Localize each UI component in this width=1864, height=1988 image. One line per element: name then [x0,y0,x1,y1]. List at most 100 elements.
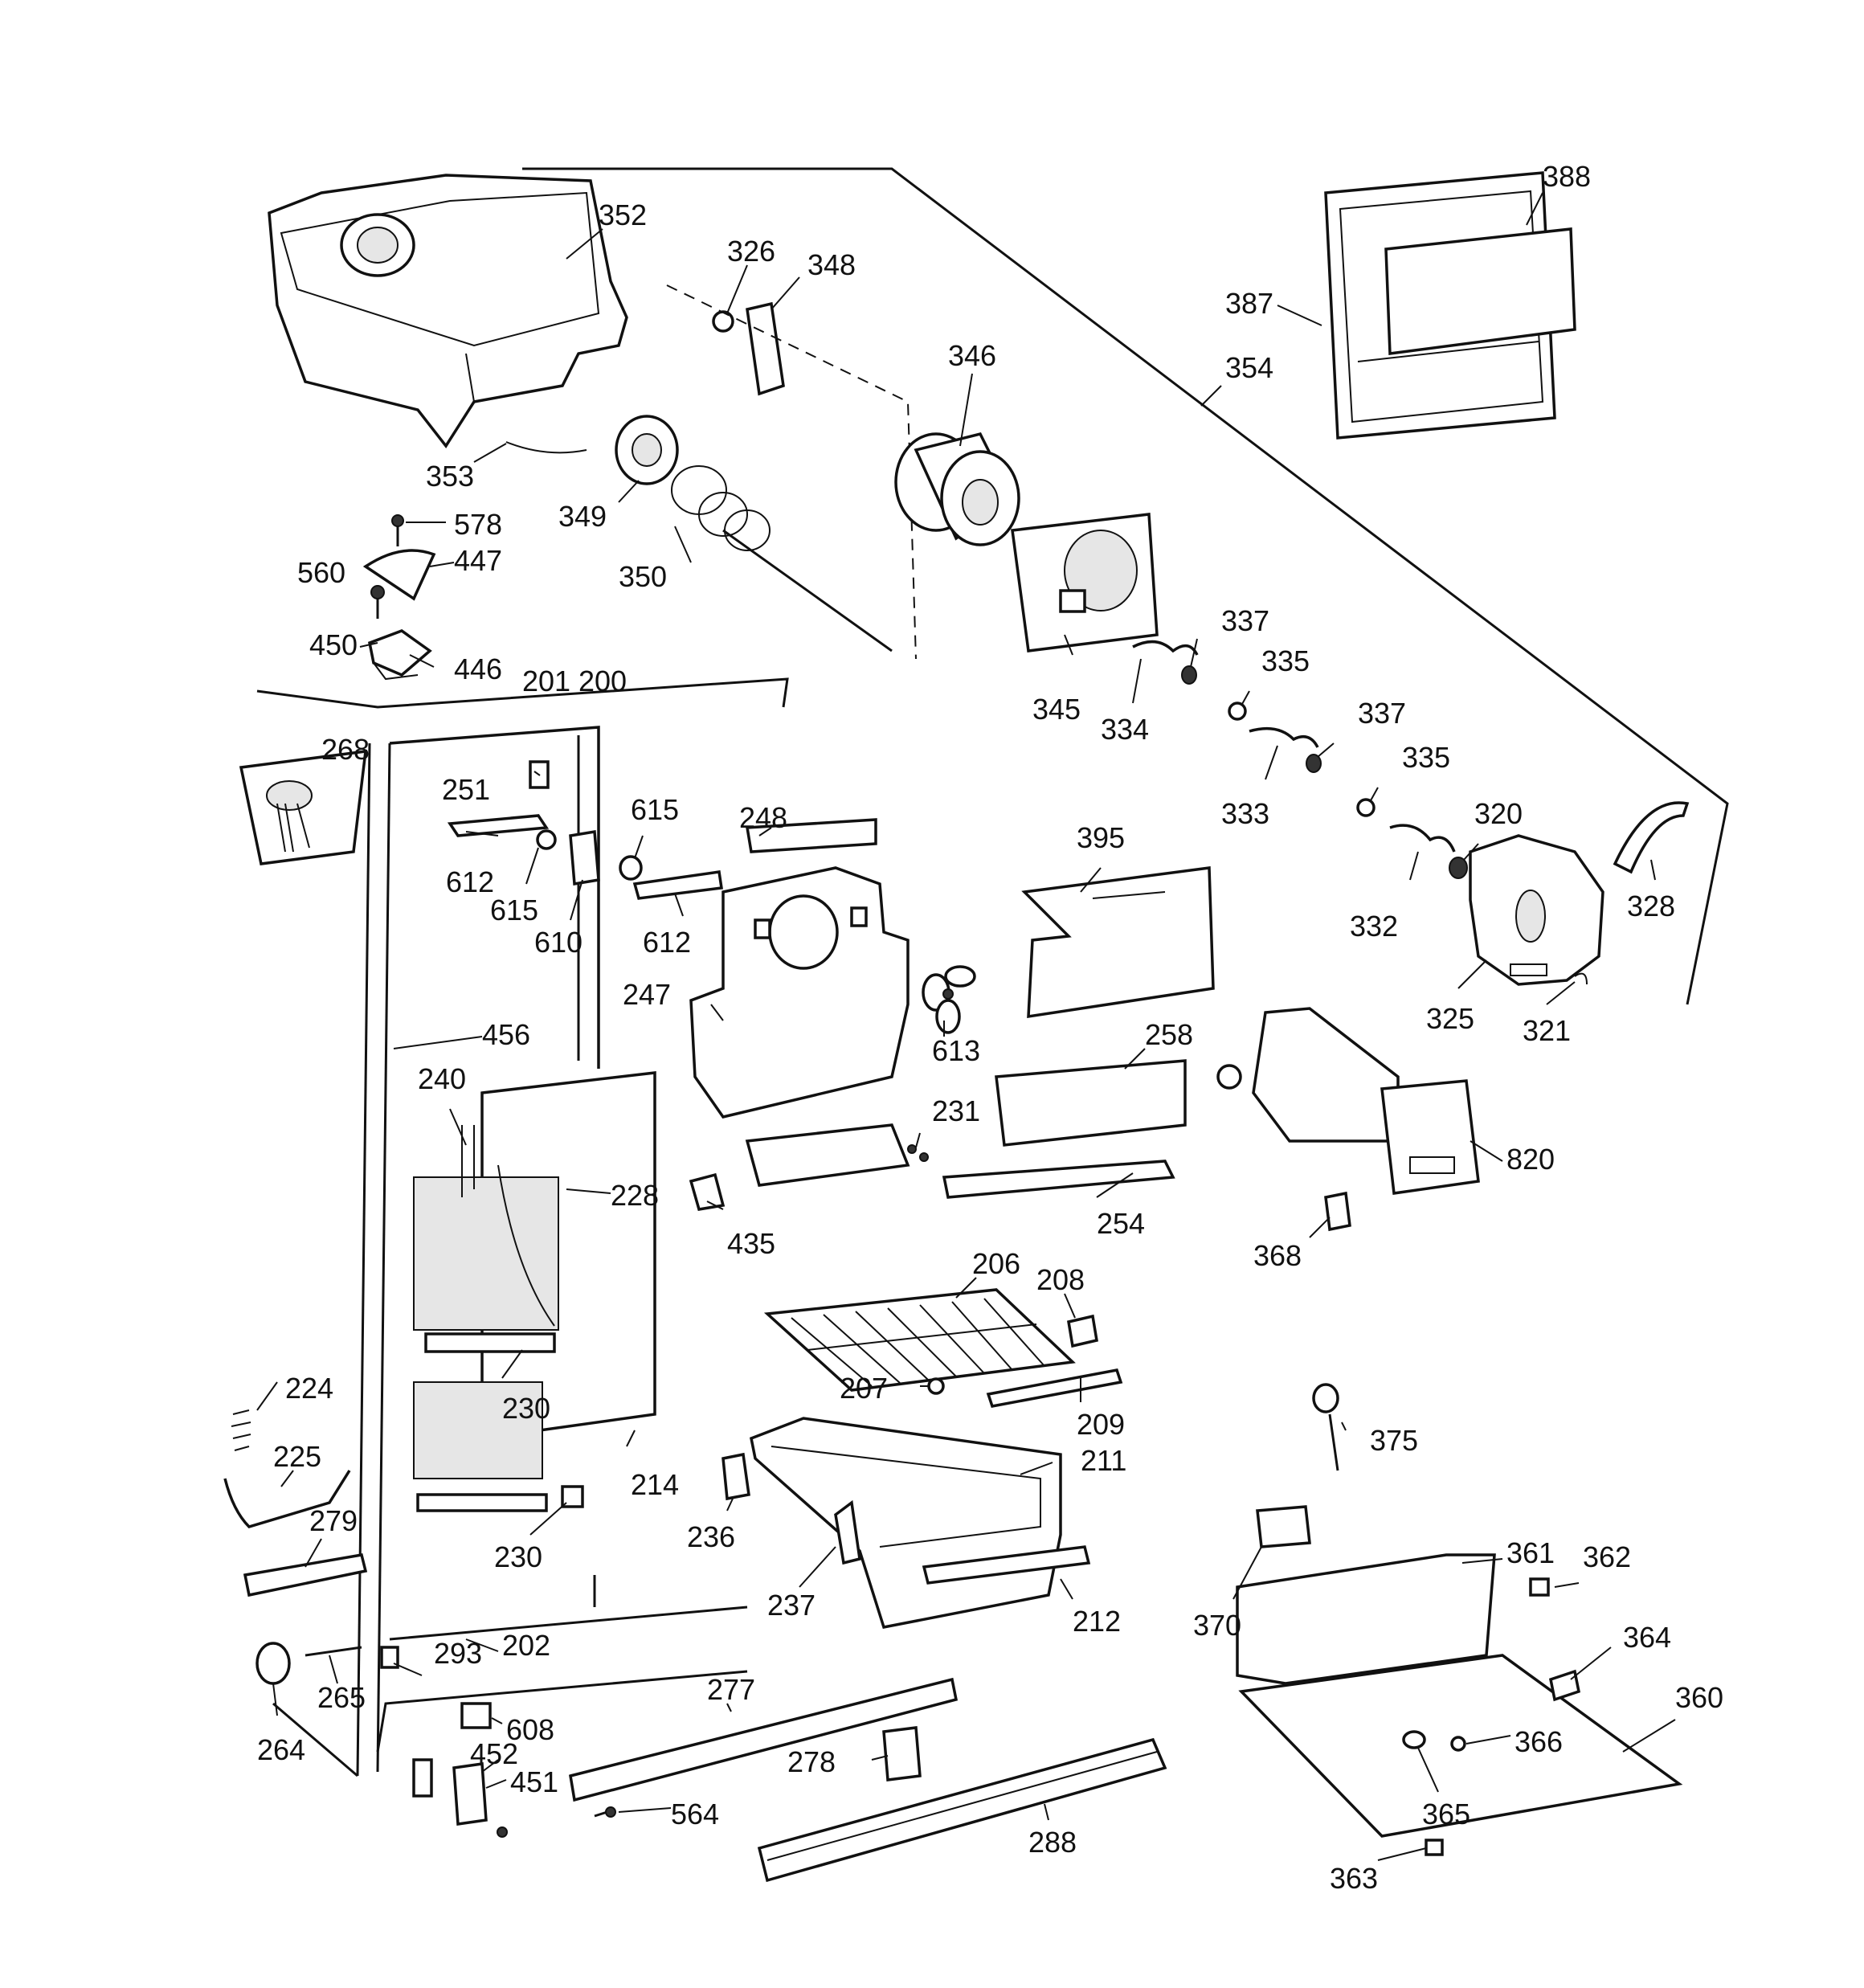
label-328: 328 [1627,890,1675,922]
label-362: 362 [1583,1540,1631,1573]
ice-bucket [268,174,628,454]
ice-maker [1216,1007,1480,1232]
label-345: 345 [1032,693,1081,726]
label-211: 211 [1081,1444,1126,1477]
label-613: 613 [932,1034,980,1067]
label-360: 360 [1675,1681,1723,1714]
label-370: 370 [1193,1609,1241,1642]
label-612-left: 612 [446,865,494,898]
cabinet-liner [272,726,748,1777]
label-237: 237 [767,1589,816,1622]
label-332: 332 [1350,910,1398,943]
label-612-right: 612 [643,926,691,959]
label-247: 247 [623,978,671,1011]
label-254: 254 [1097,1207,1145,1240]
label-820: 820 [1506,1143,1555,1176]
upper-liner-parts [447,760,723,900]
label-335-upper: 335 [1261,644,1310,677]
label-608: 608 [506,1713,554,1746]
auger-drum [894,432,1020,546]
auger-motor [1469,834,1604,986]
machine-compartment [1236,1383,1683,1856]
label-451: 451 [510,1765,558,1798]
label-268: 268 [321,733,370,766]
label-208: 208 [1036,1263,1085,1296]
label-375: 375 [1370,1424,1418,1457]
label-365: 365 [1422,1798,1470,1831]
light-socket [239,749,368,865]
label-335-lower: 335 [1402,741,1450,774]
label-206: 206 [972,1247,1020,1280]
label-578: 578 [454,508,502,541]
label-209: 209 [1077,1408,1125,1441]
label-348: 348 [807,248,856,281]
label-325: 325 [1426,1002,1474,1035]
label-278: 278 [787,1745,836,1778]
label-350: 350 [619,560,667,593]
label-321: 321 [1523,1014,1571,1047]
label-333: 333 [1221,797,1269,830]
label-200: 200 [578,665,627,697]
label-456: 456 [482,1018,530,1051]
label-277: 277 [707,1673,755,1706]
label-214: 214 [631,1468,679,1501]
wire-shelf [763,1288,1123,1409]
toe-grille-assembly [569,1677,1167,1883]
label-293: 293 [434,1637,482,1670]
label-610: 610 [534,926,582,959]
evaporator-cover [942,866,1215,1199]
auger-assembly [615,284,917,660]
label-334: 334 [1101,713,1149,746]
label-615-upper: 615 [631,793,679,826]
label-225: 225 [273,1440,321,1473]
label-435: 435 [727,1227,775,1260]
evaporator-fan-blade [922,965,976,1034]
label-236: 236 [687,1520,735,1553]
label-264: 264 [257,1733,305,1766]
label-395: 395 [1077,821,1125,854]
label-224: 224 [285,1372,333,1405]
label-202: 202 [502,1629,550,1662]
label-354: 354 [1225,351,1273,384]
motor-mount-plate [1011,513,1159,652]
label-368: 368 [1253,1239,1302,1272]
label-387: 387 [1225,287,1273,320]
label-564: 564 [671,1798,719,1831]
drain-parts [223,1409,368,1597]
label-228: 228 [611,1179,659,1212]
label-265: 265 [317,1681,366,1714]
label-279: 279 [309,1504,358,1537]
label-363: 363 [1330,1862,1378,1895]
lower-hardware [255,1642,508,1838]
motor-bracket [1613,801,1690,874]
label-352: 352 [599,198,647,231]
label-258: 258 [1145,1018,1193,1051]
label-251: 251 [442,773,490,806]
label-326: 326 [727,235,775,268]
label-560: 560 [297,556,345,589]
damper-clip [689,1144,929,1211]
label-388: 388 [1543,160,1591,193]
label-446: 446 [454,652,502,685]
label-452: 452 [470,1737,518,1770]
label-231: 231 [932,1094,980,1127]
fan-housing [689,818,910,1187]
label-346: 346 [948,339,996,372]
label-615-lower: 615 [490,894,538,927]
label-288: 288 [1028,1826,1077,1859]
label-230-lower: 230 [494,1540,542,1573]
label-212: 212 [1073,1605,1121,1638]
shelf-support [721,1452,750,1501]
cam-and-spring-stack [1132,640,1468,879]
section-boundary [256,167,1729,1005]
label-364: 364 [1623,1621,1671,1654]
label-337-lower: 337 [1358,697,1406,730]
label-207: 207 [840,1372,888,1405]
dispenser-frame [1324,171,1576,440]
label-248: 248 [739,801,787,834]
leader-lines [256,192,1676,1861]
label-337-upper: 337 [1221,604,1269,637]
callout-labels: 352 326 348 346 388 387 354 353 349 578 … [257,160,1723,1895]
hinge-hardware [362,514,436,681]
